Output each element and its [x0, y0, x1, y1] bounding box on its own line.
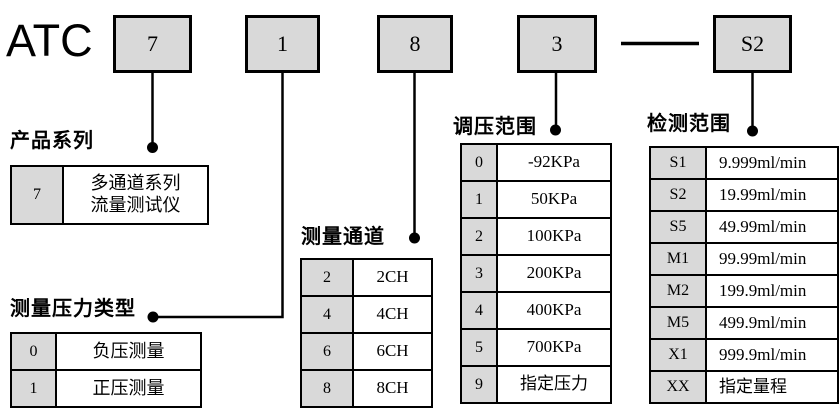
code-cell: M1: [649, 242, 707, 276]
connector-dot-pressure-range: [550, 124, 561, 136]
desc-cell: 负压测量: [55, 332, 202, 371]
code-box-label: 8: [409, 31, 421, 56]
desc-cell: 指定量程: [705, 370, 839, 404]
desc-cell: 199.9ml/min: [705, 274, 839, 308]
desc-cell: 499.9ml/min: [705, 306, 839, 340]
code-cell: 2: [300, 258, 354, 297]
connector-dot-channels: [409, 232, 420, 244]
desc-cell: 999.9ml/min: [705, 338, 839, 372]
code-cell: 8: [300, 369, 354, 408]
section-title-detection-range: 检测范围: [647, 113, 731, 135]
desc-cell: 正压测量: [55, 369, 202, 408]
section-title-channels: 测量通道: [301, 226, 385, 248]
code-cell: 7: [10, 165, 64, 225]
code-cell: M2: [649, 274, 707, 308]
code-box-channels: 8: [377, 15, 453, 73]
code-cell: M5: [649, 306, 707, 340]
code-cell: 0: [460, 143, 498, 182]
code-cell: 1: [10, 369, 57, 408]
connector-dot-detection-range: [747, 125, 758, 137]
section-title-product-series: 产品系列: [10, 130, 94, 152]
desc-cell: 2CH: [352, 258, 433, 297]
code-box-pressure-range: 3: [517, 15, 597, 73]
desc-cell: 6CH: [352, 332, 433, 371]
code-cell: 2: [460, 217, 498, 256]
desc-cell: 200KPa: [496, 254, 612, 293]
code-cell: 1: [460, 180, 498, 219]
table-row: 0-92KPa: [460, 143, 612, 182]
connector-dot-pressure-type: [147, 311, 159, 323]
code-cell: S1: [649, 146, 707, 180]
code-box-label: 1: [277, 31, 288, 56]
desc-cell: 99.99ml/min: [705, 242, 839, 276]
desc-cell: 19.99ml/min: [705, 178, 839, 212]
desc-cell: 9.999ml/min: [705, 146, 839, 180]
connector-dot-series: [147, 142, 158, 153]
desc-cell: 指定压力: [496, 365, 612, 404]
code-cell: 3: [460, 254, 498, 293]
code-box-detection-range: S2: [713, 15, 792, 73]
code-box-label: S2: [740, 31, 765, 56]
desc-cell: -92KPa: [496, 143, 612, 182]
brand-text: ATC: [6, 15, 93, 66]
desc-cell: 400KPa: [496, 291, 612, 330]
desc-cell: 8CH: [352, 369, 433, 408]
code-box-label: 7: [147, 31, 158, 56]
code-box-series: 7: [113, 15, 192, 73]
code-cell: S5: [649, 210, 707, 244]
desc-cell: 多通道系列 流量测试仪: [62, 165, 209, 225]
code-cell: S2: [649, 178, 707, 212]
desc-cell: 100KPa: [496, 217, 612, 256]
code-box-label: 3: [551, 31, 563, 56]
section-title-pressure-range: 调压范围: [453, 116, 537, 138]
code-cell: 9: [460, 365, 498, 404]
desc-cell: 700KPa: [496, 328, 612, 367]
desc-cell: 4CH: [352, 295, 433, 334]
code-cell: 4: [300, 295, 354, 334]
code-cell: 0: [10, 332, 57, 371]
code-box-pressure-type: 1: [245, 15, 320, 73]
desc-cell: 50KPa: [496, 180, 612, 219]
section-title-pressure-type: 测量压力类型: [10, 298, 136, 320]
code-cell: 4: [460, 291, 498, 330]
code-cell: XX: [649, 370, 707, 404]
code-cell: 5: [460, 328, 498, 367]
code-cell: 6: [300, 332, 354, 371]
desc-cell: 49.99ml/min: [705, 210, 839, 244]
code-cell: X1: [649, 338, 707, 372]
